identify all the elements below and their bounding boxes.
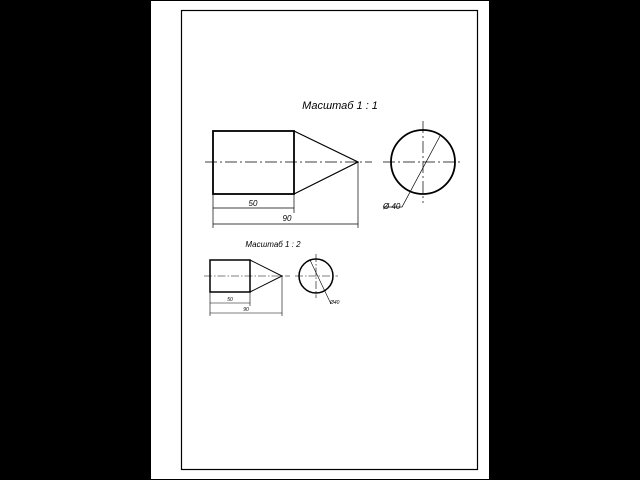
dimension-cylinder-large: 50 (212, 194, 295, 228)
part-side-view-small: Ø40 (295, 254, 340, 306)
drawing-sheet: Масштаб 1 : 1 50 90 Ø 40 (150, 0, 490, 480)
scale-label-large: Масштаб 1 : 1 (302, 100, 378, 112)
dim-text-cylinder-large: 50 (249, 199, 258, 208)
diameter-leader-large (383, 135, 441, 208)
dim-text-total-large: 90 (283, 214, 292, 223)
cone-outline-large (293, 130, 360, 195)
cylinder-outline-small (209, 259, 251, 293)
sheet-border (150, 0, 490, 480)
dim-text-diameter-large: Ø 40 (382, 202, 401, 211)
part-front-view-large (205, 130, 372, 195)
part-side-view-large: Ø 40 (382, 121, 463, 211)
part-front-view-small (204, 259, 290, 293)
drawing-frame (180, 9, 479, 471)
dimension-cylinder-small: 50 (209, 292, 251, 316)
dim-text-cylinder-small: 50 (227, 297, 233, 303)
dim-text-diameter-small: Ø40 (329, 300, 340, 306)
dim-text-total-small: 90 (243, 307, 249, 313)
drawing-canvas: Масштаб 1 : 1 50 90 Ø 40 (150, 0, 490, 480)
dimension-total-small: 90 (210, 276, 283, 316)
scale-label-small: Масштаб 1 : 2 (245, 240, 301, 249)
diameter-leader-small (309, 259, 332, 305)
dimension-total-large: 90 (213, 162, 359, 228)
cylinder-outline-large (212, 130, 295, 195)
